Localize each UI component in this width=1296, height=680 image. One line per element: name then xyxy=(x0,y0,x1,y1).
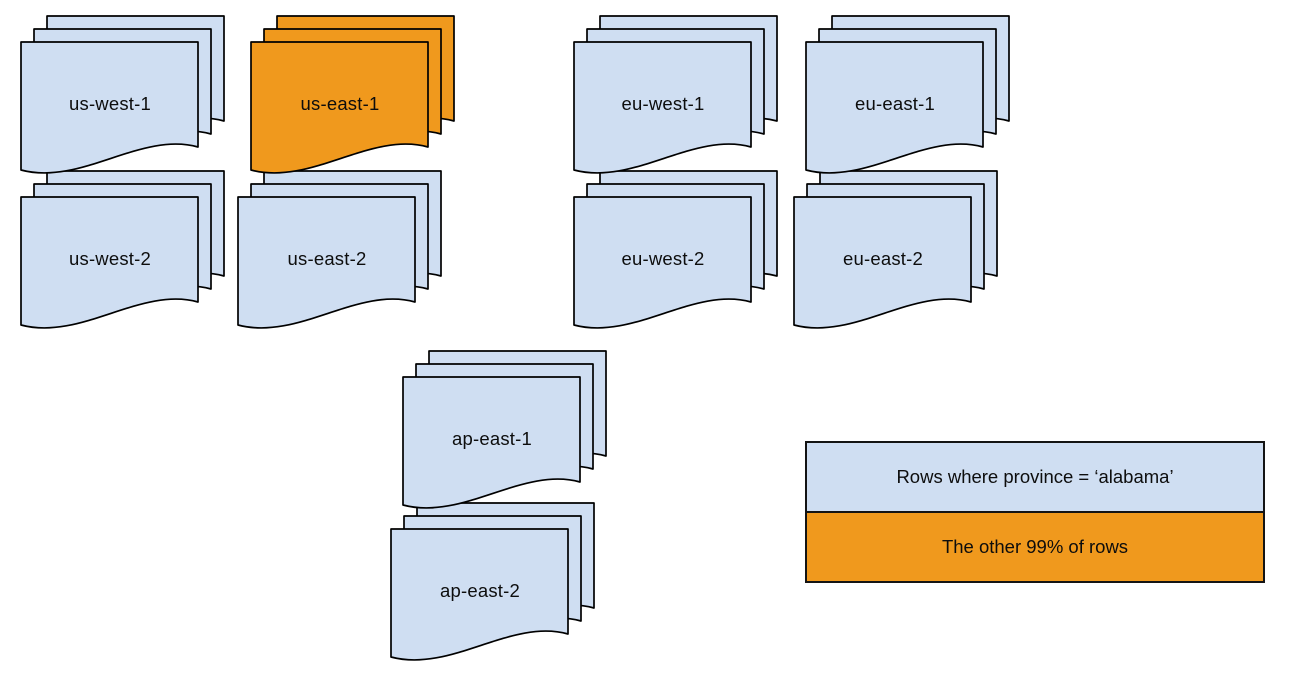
document-shape-front xyxy=(237,196,416,329)
document-stack-graphic xyxy=(573,15,778,174)
legend-item-label: The other 99% of rows xyxy=(941,536,1129,557)
document-shape-front xyxy=(20,196,199,329)
document-stack-graphic xyxy=(20,15,225,174)
region-stack-us-west-1: us-west-1 xyxy=(20,15,226,185)
region-stack-eu-west-2: eu-west-2 xyxy=(573,170,779,340)
document-stack-graphic xyxy=(237,170,442,329)
document-shape-front xyxy=(20,41,199,174)
document-stack-graphic xyxy=(250,15,455,174)
document-stack-graphic xyxy=(805,15,1010,174)
legend-item-label: Rows where province = ‘alabama’ xyxy=(896,466,1174,487)
region-stack-us-east-2: us-east-2 xyxy=(237,170,443,340)
region-stack-eu-east-2: eu-east-2 xyxy=(793,170,999,340)
document-stack-graphic xyxy=(793,170,998,329)
region-stack-us-east-1: us-east-1 xyxy=(250,15,456,185)
document-shape-front xyxy=(402,376,581,509)
document-shape-front xyxy=(573,196,752,329)
document-stack-graphic xyxy=(390,502,595,661)
legend-item-alabama-rows: Rows where province = ‘alabama’ xyxy=(807,443,1263,513)
document-stack-graphic xyxy=(402,350,607,509)
document-stack-graphic xyxy=(20,170,225,329)
document-shape-front xyxy=(573,41,752,174)
legend: Rows where province = ‘alabama’ The othe… xyxy=(805,441,1265,583)
document-shape-front xyxy=(805,41,984,174)
document-shape-front xyxy=(390,528,569,661)
document-stack-graphic xyxy=(573,170,778,329)
document-shape-front xyxy=(793,196,972,329)
region-stack-ap-east-1: ap-east-1 xyxy=(402,350,608,520)
region-stack-eu-east-1: eu-east-1 xyxy=(805,15,1011,185)
document-shape-front xyxy=(250,41,429,174)
region-stack-us-west-2: us-west-2 xyxy=(20,170,226,340)
legend-item-other-rows: The other 99% of rows xyxy=(807,513,1263,581)
region-stack-ap-east-2: ap-east-2 xyxy=(390,502,596,672)
region-stack-eu-west-1: eu-west-1 xyxy=(573,15,779,185)
